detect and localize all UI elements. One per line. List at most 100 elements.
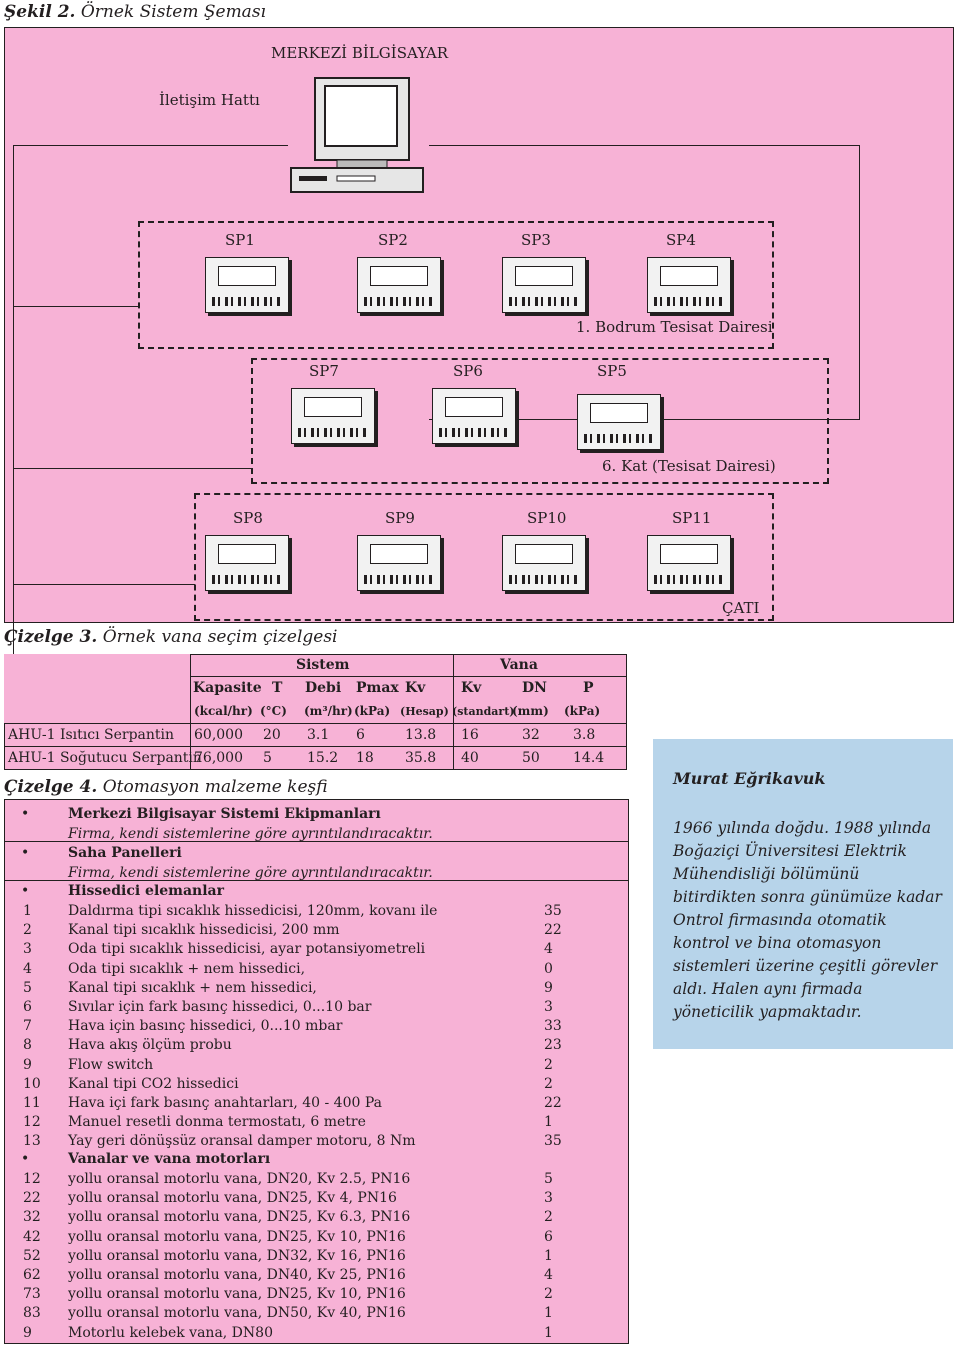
figure-label: Şekil 2. (4, 2, 76, 22)
cell: 18 (356, 750, 374, 766)
list-item: 83 yollu oransal motorlu vana, DN50, Kv 4… (5, 1305, 628, 1324)
author-text: 1966 yılında doğdu. 1988 yılında Boğaziç… (673, 819, 942, 1021)
item-quantity: 1 (544, 1305, 553, 1322)
item-description: Hava içi fark basınç anahtarları, 40 - 4… (68, 1095, 382, 1111)
col-unit: (°C) (260, 704, 287, 718)
cell: 50 (522, 750, 540, 766)
zone-cati (194, 493, 774, 621)
item-number: 73 (23, 1286, 41, 1303)
material-list-table: •Merkezi Bilgisayar Sistemi Ekipmanları … (4, 799, 629, 1344)
col-header: Debi (305, 680, 342, 696)
cell: 35.8 (405, 750, 437, 766)
panel-label: SP4 (666, 231, 696, 249)
item-number: 4 (23, 960, 32, 977)
item-number: 1 (23, 903, 32, 919)
panel-label: SP5 (597, 362, 627, 380)
cell: 3.8 (573, 727, 596, 743)
cell: 14.4 (573, 750, 605, 766)
item-number: 5 (23, 979, 32, 996)
system-diagram: MERKEZİ BİLGİSAYAR İletişim Hattı SP1 SP… (4, 27, 954, 746)
item-description: Hava için basınç hissedici, 0...10 mbar (68, 1018, 343, 1035)
item-quantity: 2 (544, 1209, 553, 1226)
item-number: 9 (23, 1056, 32, 1073)
wire-cati (13, 584, 195, 585)
item-description: yollu oransal motorlu vana, DN25, Kv 4, … (68, 1190, 397, 1207)
author-bio: Murat Eğrikavuk 1966 yılında doğdu. 1988… (653, 739, 953, 1049)
zone-label: ÇATI (722, 599, 760, 617)
item-quantity: 9 (544, 979, 553, 996)
col-header: Pmax (356, 680, 399, 696)
item-description: Hava akış ölçüm probu (68, 1037, 232, 1054)
col-header: Kv (405, 680, 426, 696)
item-description: Kanal tipi CO2 hissedici (68, 1075, 239, 1092)
item-description: Motorlu kelebek vana, DN80 (68, 1324, 273, 1341)
cell: 32 (522, 727, 540, 743)
item-quantity: 23 (544, 1037, 562, 1054)
section-header: •Vanalar ve vana motorları (21, 1151, 271, 1167)
item-number: 12 (23, 1114, 41, 1131)
item-quantity: 6 (544, 1228, 553, 1245)
item-quantity: 2 (544, 1056, 553, 1073)
item-number: 8 (23, 1037, 32, 1054)
item-description: Kanal tipi sıcaklık + nem hissedici, (68, 979, 317, 996)
cell: 40 (461, 750, 479, 766)
section-header: •Hissedici elemanlar (21, 883, 225, 899)
control-panel-icon (577, 394, 661, 450)
col-header: P (583, 680, 594, 696)
col-header: Kapasite (193, 680, 262, 696)
panel-label: SP6 (453, 362, 483, 380)
panel-label: SP1 (225, 231, 255, 249)
cell: 15.2 (307, 750, 339, 766)
item-quantity: 3 (544, 1190, 553, 1207)
item-description: yollu oransal motorlu vana, DN25, Kv 10,… (68, 1286, 406, 1303)
cell: 76,000 (194, 750, 243, 766)
item-description: Oda tipi sıcaklık hissedicisi, ayar pota… (68, 941, 426, 958)
computer-icon (290, 77, 424, 193)
control-panel-icon (502, 535, 586, 591)
figure-caption: Şekil 2. Örnek Sistem Şeması (4, 2, 266, 22)
row-label: AHU-1 Soğutucu Serpantin (8, 750, 202, 766)
group-sistem: Sistem (296, 657, 350, 673)
figure-title: Örnek Sistem Şeması (80, 2, 266, 22)
item-description: Kanal tipi sıcaklık hissedicisi, 200 mm (68, 922, 340, 939)
item-number: 2 (23, 922, 32, 939)
panel-label: SP7 (309, 362, 339, 380)
item-number: 83 (23, 1305, 41, 1322)
item-description: yollu oransal motorlu vana, DN50, Kv 40,… (68, 1305, 406, 1322)
cell: 6 (356, 727, 365, 743)
item-description: Flow switch (68, 1056, 154, 1073)
item-number: 9 (23, 1324, 32, 1341)
zone-kat (251, 358, 829, 484)
item-quantity: 2 (544, 1075, 553, 1092)
item-quantity: 22 (544, 922, 562, 939)
control-panel-icon (357, 257, 441, 313)
col-unit: (kPa) (564, 704, 601, 718)
item-quantity: 0 (544, 960, 553, 977)
cell: 3.1 (307, 727, 330, 743)
control-panel-icon (357, 535, 441, 591)
cell: 20 (263, 727, 281, 743)
item-number: 6 (23, 999, 32, 1015)
table3-caption: Çizelge 3. Örnek vana seçim çizelgesi (4, 627, 338, 647)
control-panel-icon (291, 388, 375, 444)
control-panel-icon (205, 257, 289, 313)
section-note: Firma, kendi sistemlerine göre ayrıntıla… (68, 865, 433, 881)
item-quantity: 35 (544, 1133, 562, 1150)
cell: 13.8 (405, 727, 437, 743)
col-unit: (m³/hr) (304, 704, 353, 718)
item-quantity: 5 (544, 1171, 553, 1187)
item-quantity: 3 (544, 999, 553, 1015)
table4-label: Çizelge 4. (4, 777, 98, 797)
row-label: AHU-1 Isıtıcı Serpantin (8, 727, 175, 743)
item-number: 11 (23, 1095, 41, 1111)
list-item: 8 Hava akış ölçüm probu 23 (5, 1037, 628, 1056)
